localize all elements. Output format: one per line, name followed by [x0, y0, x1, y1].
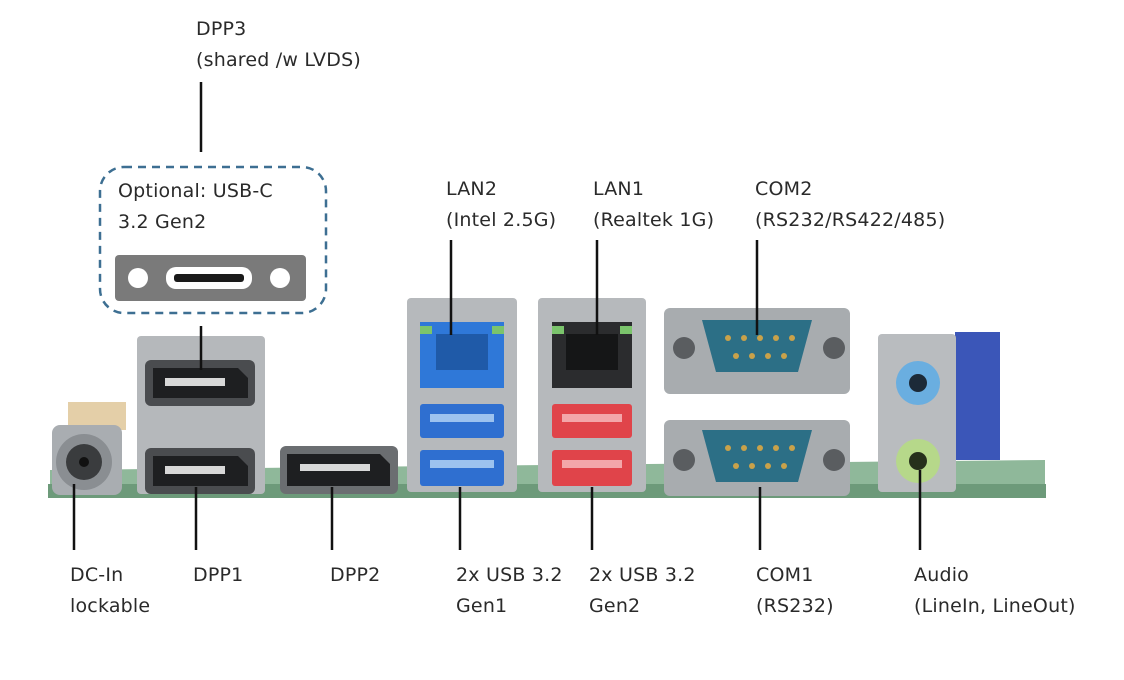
- label-com2-line1: COM2: [755, 178, 813, 200]
- label-audio: Audio (LineIn, LineOut): [914, 560, 1076, 622]
- label-lan2-line2: (Intel 2.5G): [446, 209, 557, 231]
- lan1-usb-gen2-block: [538, 298, 646, 492]
- label-lan1: LAN1 (Realtek 1G): [593, 174, 714, 236]
- label-lan2: LAN2 (Intel 2.5G): [446, 174, 556, 236]
- label-lan1-line2: (Realtek 1G): [593, 209, 715, 231]
- label-com1-line2: (RS232): [756, 595, 834, 617]
- label-audio-line2: (LineIn, LineOut): [914, 595, 1076, 617]
- label-dpp2-line1: DPP2: [330, 564, 381, 586]
- label-dcin-line1: DC-In: [70, 564, 124, 586]
- label-lan2-line1: LAN2: [446, 178, 498, 200]
- dpp2-port: [280, 446, 398, 494]
- label-com1-line1: COM1: [756, 564, 814, 586]
- label-dcin: DC-In lockable: [70, 560, 150, 622]
- label-dpp3-line2: (shared /w LVDS): [196, 49, 361, 71]
- label-usb-gen1-line2: Gen1: [456, 595, 508, 617]
- label-optional-usbc-line2: 3.2 Gen2: [118, 211, 207, 233]
- label-optional-usbc: Optional: USB-C 3.2 Gen2: [118, 176, 273, 238]
- label-com2: COM2 (RS232/RS422/485): [755, 174, 945, 236]
- label-usb-gen2: 2x USB 3.2 Gen2: [589, 560, 696, 622]
- label-com2-line2: (RS232/RS422/485): [755, 209, 946, 231]
- label-dcin-line2: lockable: [70, 595, 151, 617]
- label-usb-gen2-line2: Gen2: [589, 595, 641, 617]
- label-audio-line1: Audio: [914, 564, 970, 586]
- label-dpp3-line1: DPP3: [196, 18, 247, 40]
- leader-lines: [72, 82, 922, 550]
- label-dpp1: DPP1: [193, 560, 243, 591]
- label-lan1-line1: LAN1: [593, 178, 645, 200]
- com-ports: [664, 308, 850, 496]
- optional-usbc-box: [98, 165, 328, 315]
- dp-stack: [137, 336, 265, 494]
- label-dpp3: DPP3 (shared /w LVDS): [196, 14, 361, 76]
- lan2-usb-gen1-block: [407, 298, 517, 492]
- dc-in-jack: [52, 402, 126, 495]
- label-usb-gen2-line1: 2x USB 3.2: [589, 564, 696, 586]
- label-usb-gen1: 2x USB 3.2 Gen1: [456, 560, 563, 622]
- audio-jacks: [878, 332, 1000, 492]
- label-dpp2: DPP2: [330, 560, 380, 591]
- label-com1: COM1 (RS232): [756, 560, 834, 622]
- label-dpp1-line1: DPP1: [193, 564, 244, 586]
- usb-c-connector-icon: [115, 255, 306, 301]
- label-usb-gen1-line1: 2x USB 3.2: [456, 564, 563, 586]
- label-optional-usbc-line1: Optional: USB-C: [118, 180, 273, 202]
